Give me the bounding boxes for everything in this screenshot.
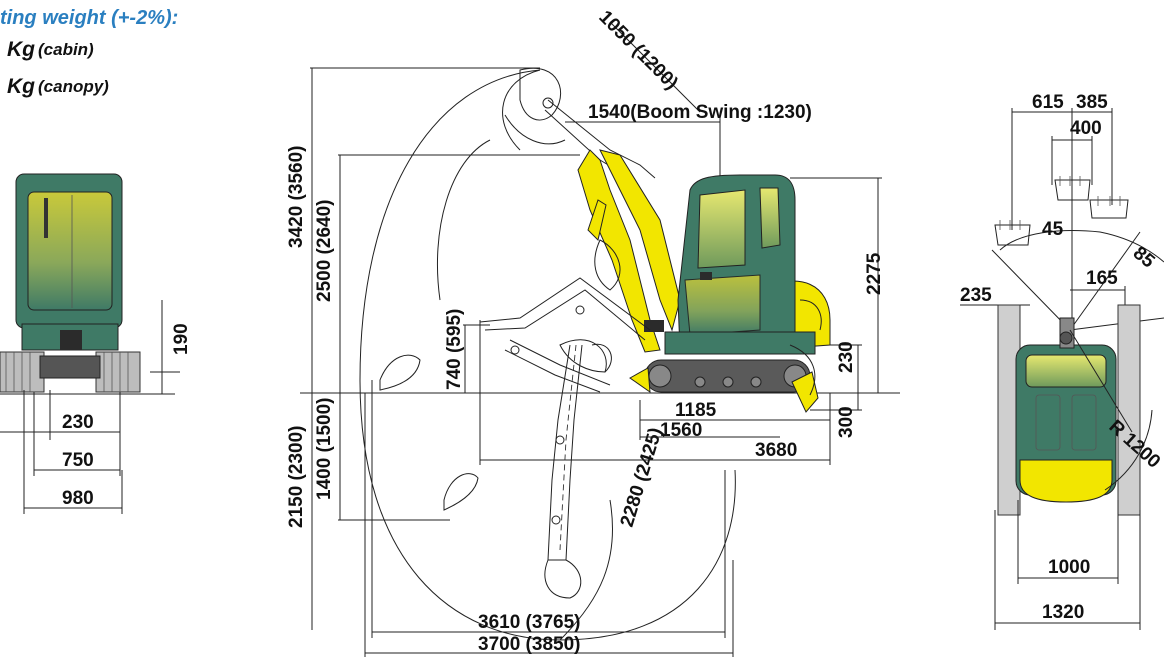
front-view: 190 230 750 980 — [0, 173, 192, 514]
top-buckets — [994, 176, 1129, 246]
top-angle-85: 85 — [1129, 243, 1159, 273]
top-dim-235: 235 — [960, 285, 992, 306]
side-len-1560: 1560 — [660, 420, 702, 441]
dozer-blade — [791, 371, 819, 413]
side-len-3700: 3700 (3850) — [478, 634, 580, 655]
front-height-190: 190 — [171, 323, 192, 355]
top-offset-400: 400 — [1070, 118, 1102, 139]
side-height-230: 230 — [836, 341, 857, 373]
cabin-weight-row: Kg (cabin) — [7, 38, 94, 61]
canopy-weight-row: Kg (canopy) — [7, 75, 109, 98]
front-width-230: 230 — [62, 412, 94, 433]
side-height-2500: 2500 (2640) — [314, 200, 335, 302]
top-angle-45: 45 — [1042, 219, 1064, 240]
top-offset-615: 615 — [1032, 92, 1064, 113]
side-boom-swing: 1540(Boom Swing :1230) — [588, 102, 812, 123]
side-len-1185: 1185 — [675, 400, 717, 421]
front-width-750: 750 — [62, 450, 94, 471]
top-counterweight — [1019, 459, 1113, 503]
side-depth-300: 300 — [836, 406, 857, 438]
arm-raised — [504, 67, 656, 179]
cabin-label: (cabin) — [38, 40, 94, 59]
swing-arc — [999, 230, 1164, 263]
canopy-label: (canopy) — [38, 77, 109, 96]
side-len-3680: 3680 — [755, 440, 797, 461]
boom-arm — [577, 149, 681, 353]
top-cab-glass — [1025, 354, 1107, 388]
front-track-right — [95, 351, 141, 393]
top-offset-385: 385 — [1076, 92, 1108, 113]
side-reach-1050: 1050 (1200) — [594, 7, 681, 94]
side-len-3610: 3610 (3765) — [478, 612, 580, 633]
top-view: 615 385 400 45 85 165 235 R 1200 — [960, 92, 1164, 630]
top-width-1000: 1000 — [1048, 557, 1090, 578]
side-height-2275: 2275 — [864, 252, 885, 295]
side-height-3420: 3420 (3560) — [286, 146, 307, 248]
machine-body — [629, 174, 831, 413]
cabin-unit: Kg — [7, 38, 35, 61]
top-dim-165: 165 — [1086, 268, 1118, 289]
weight-title: ting weight (+-2%): — [0, 7, 178, 29]
working-envelope — [359, 69, 736, 641]
side-depth-2150: 2150 (2300) — [286, 426, 307, 528]
side-height-740: 740 (595) — [444, 309, 465, 390]
side-view: 3420 (3560) 2500 (2640) 740 (595) 2275 2… — [286, 7, 900, 657]
front-cab-glass — [27, 191, 113, 311]
cab-window-front — [697, 189, 746, 269]
arm-lowered — [544, 343, 612, 599]
cab-window-side — [759, 187, 781, 249]
top-width-1320: 1320 — [1042, 602, 1084, 623]
side-depth-1400: 1400 (1500) — [314, 398, 335, 500]
top-track-right — [1117, 304, 1141, 516]
arm-mid-positions — [379, 277, 651, 511]
canopy-unit: Kg — [7, 75, 35, 98]
front-width-980: 980 — [62, 488, 94, 509]
